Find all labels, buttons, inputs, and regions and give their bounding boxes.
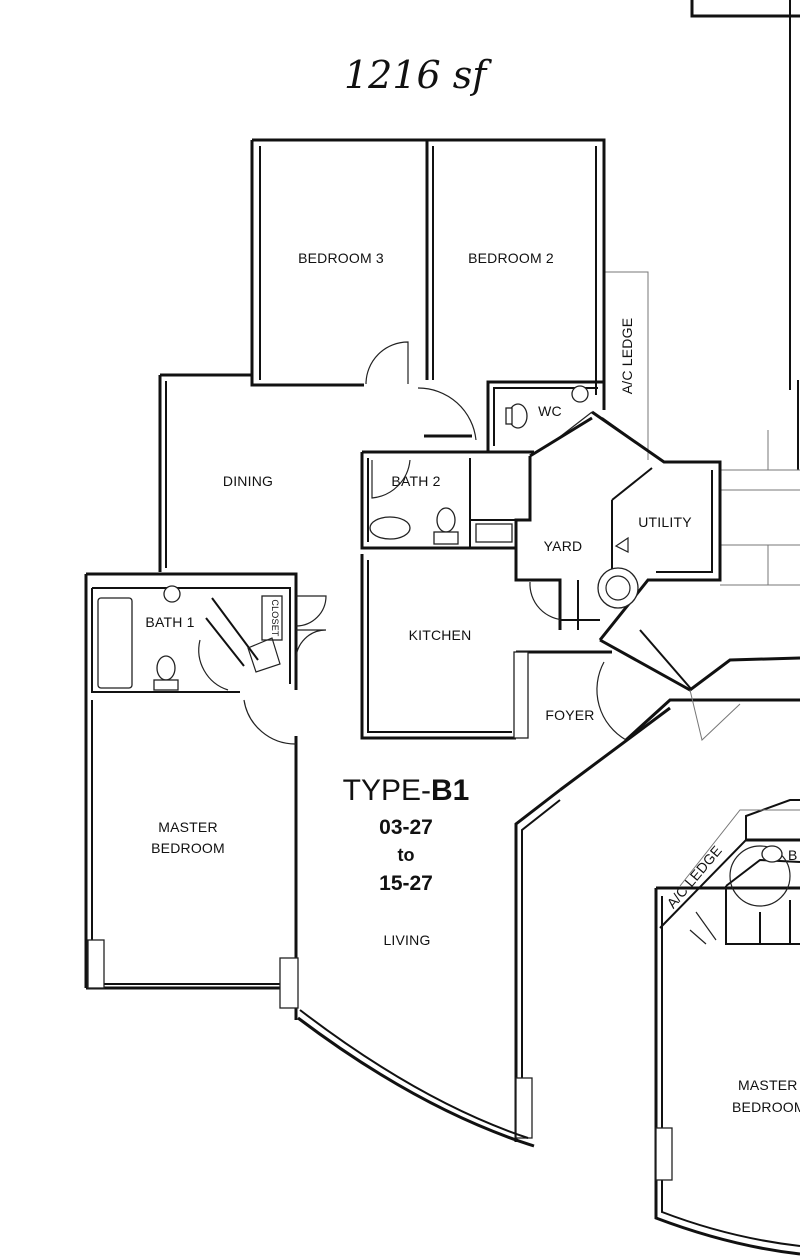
bath1-tub-icon (97, 597, 133, 689)
wc-cistern-icon (505, 407, 513, 425)
door-swing-foyer (596, 661, 627, 741)
room-living (297, 706, 671, 1148)
bath1-toilet-icon (156, 655, 176, 681)
door-swing-bath-1 (198, 639, 229, 691)
yard-washer-icon (597, 567, 639, 609)
label-master-bedroom-1: MASTER (158, 819, 218, 835)
units-to: 15-27 (379, 872, 433, 895)
door-swing-bedroom-2 (417, 387, 477, 441)
handwritten-area: 1216 sf (344, 53, 492, 97)
label-utility: UTILITY (638, 514, 692, 530)
neighbor-label-master-1: MASTER (738, 1077, 798, 1093)
neighbor-window (655, 1127, 673, 1181)
label-foyer: FOYER (545, 707, 594, 723)
room-master-bedroom (86, 699, 299, 1020)
units-to-word: to (398, 845, 415, 865)
label-bath-2: BATH 2 (391, 473, 440, 489)
label-bath-1: BATH 1 (145, 614, 194, 630)
neighbor-label-master-2: BEDROOM (732, 1099, 800, 1115)
room-bath-2 (360, 450, 530, 550)
label-master-bedroom-2: BEDROOM (151, 840, 225, 856)
label-closet: CLOSET (270, 599, 280, 637)
label-bedroom-2: BEDROOM 2 (468, 250, 554, 266)
bath1-basin-icon (163, 585, 181, 603)
living-window-right (515, 1077, 533, 1139)
door-swing-yard (529, 581, 567, 621)
closet-doors (295, 595, 327, 661)
label-kitchen: KITCHEN (409, 627, 472, 643)
neighbor-label-bath: B (788, 847, 798, 863)
plan-type-title: TYPE-B1 (343, 774, 470, 807)
label-dining: DINING (223, 473, 273, 489)
label-living: LIVING (383, 932, 430, 948)
room-dining (158, 373, 252, 572)
bath2-toilet-icon (436, 507, 456, 533)
room-kitchen (360, 554, 612, 740)
room-yard-utility (514, 410, 722, 641)
units-from: 03-27 (379, 816, 433, 839)
label-ac-ledge: A/C LEDGE (619, 318, 635, 395)
neighbor-unit (654, 799, 800, 1256)
door-swing-bedroom-3 (365, 341, 409, 385)
room-bath-1 (84, 572, 327, 988)
room-bedroom-3 (250, 138, 429, 387)
room-foyer (596, 629, 800, 742)
label-bedroom-3: BEDROOM 3 (298, 250, 384, 266)
neighbor-building-top (690, 0, 800, 470)
room-bedroom-2 (417, 138, 606, 441)
label-yard: YARD (544, 538, 583, 554)
bath2-basin-icon (369, 516, 411, 540)
master-window-left (87, 939, 105, 989)
neighbor-toilet-icon (761, 845, 783, 863)
corridor-lines (604, 271, 800, 586)
master-window-right (279, 957, 299, 1009)
door-swing-master (243, 699, 297, 745)
wc-basin-icon (571, 385, 589, 403)
kitchen-counter (513, 651, 529, 739)
neighbor-label-ac-ledge: A/C LEDGE (663, 842, 724, 911)
label-wc: WC (538, 403, 562, 419)
